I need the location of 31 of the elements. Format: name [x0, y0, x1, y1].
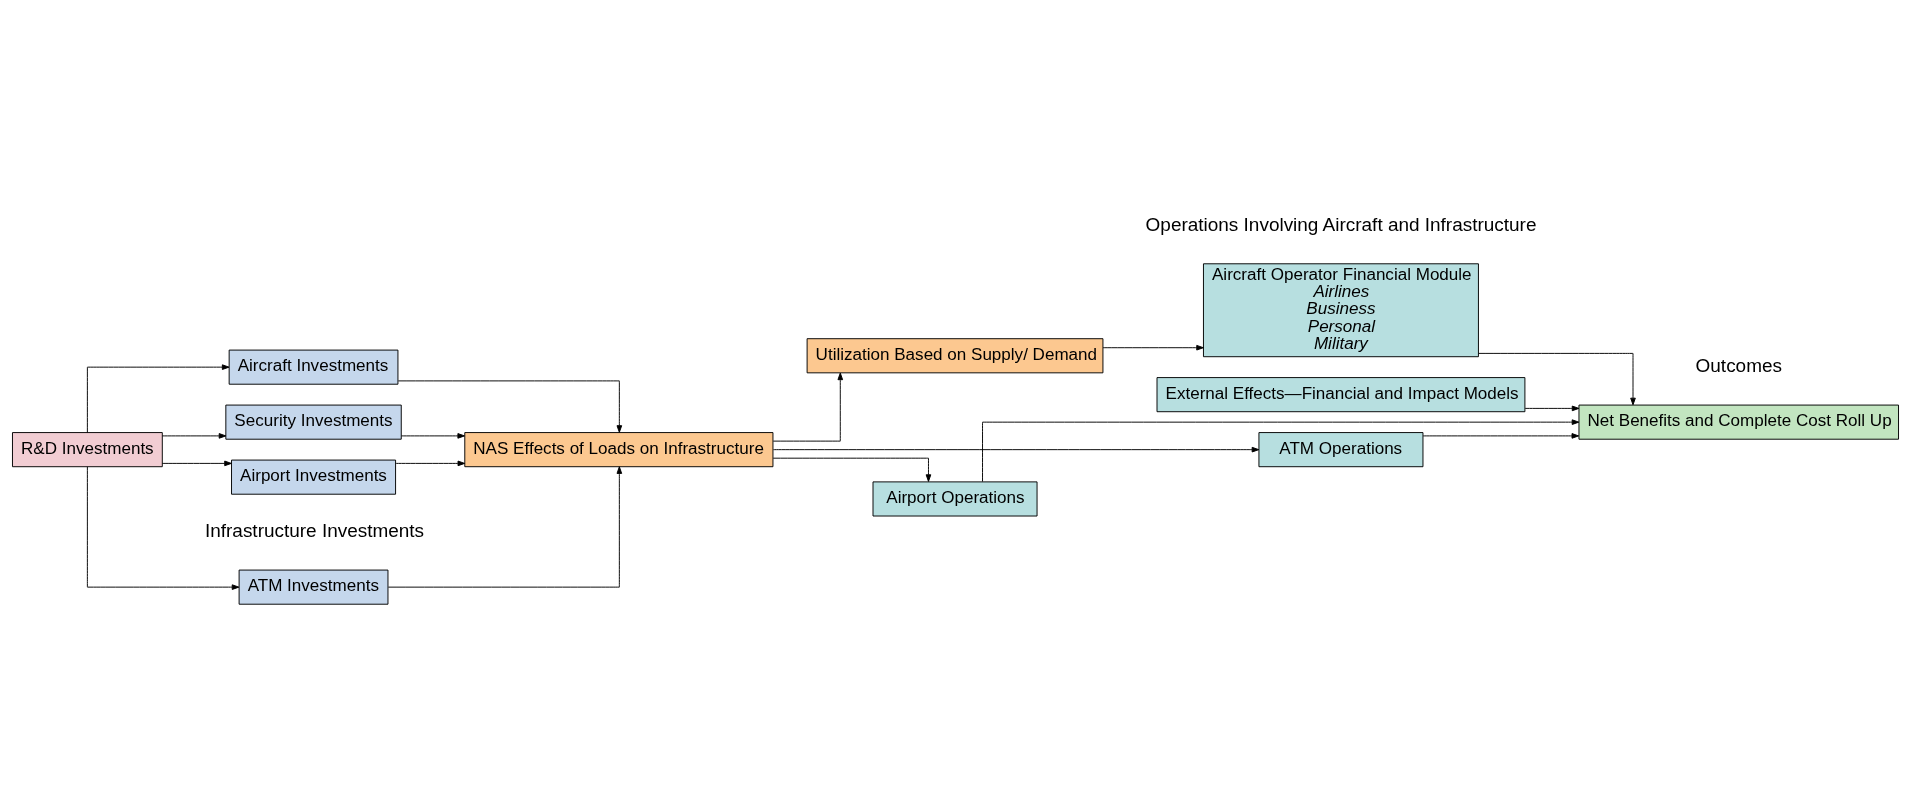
arrow [1478, 352, 1636, 405]
arrow [772, 457, 932, 482]
arrow [161, 432, 227, 439]
arrow [1422, 432, 1580, 439]
label: Operations Involving Aircraft and Infrastructure [1145, 213, 1537, 235]
node-box: Net Benefits and Complete Cost Roll Up [1578, 404, 1899, 440]
node-box: Utilization Based on Supply/ Demand [806, 337, 1104, 373]
node-box: External Effects—Financial and Impact Models [1156, 376, 1526, 412]
node-box: Security Investments [225, 404, 402, 440]
arrow [86, 363, 230, 433]
arrow [772, 372, 844, 442]
label: Infrastructure Investments [204, 519, 425, 541]
arrow [86, 465, 240, 590]
node-box: ATM Operations [1258, 431, 1424, 467]
arrow [1102, 344, 1204, 350]
node-box: Airport Operations [872, 480, 1038, 516]
node-box: Aircraft Operator Financial Module Airlines Business Personal Military [1203, 262, 1479, 357]
node-box: Aircraft Investments [228, 349, 399, 385]
arrow [397, 379, 623, 433]
arrow [161, 460, 232, 466]
arrow [400, 432, 465, 439]
node-box: R&D Investments [12, 431, 163, 467]
arrow [772, 446, 1260, 452]
node-box: ATM Investments [238, 569, 389, 605]
node-box: NAS Effects of Loads on Infrastructure [464, 431, 774, 467]
node-box: Airport Investments [231, 459, 397, 495]
arrow [1524, 405, 1580, 411]
label: Outcomes [1695, 354, 1782, 376]
arrow [387, 465, 623, 588]
arrow [982, 418, 1580, 482]
arrow [395, 460, 466, 466]
